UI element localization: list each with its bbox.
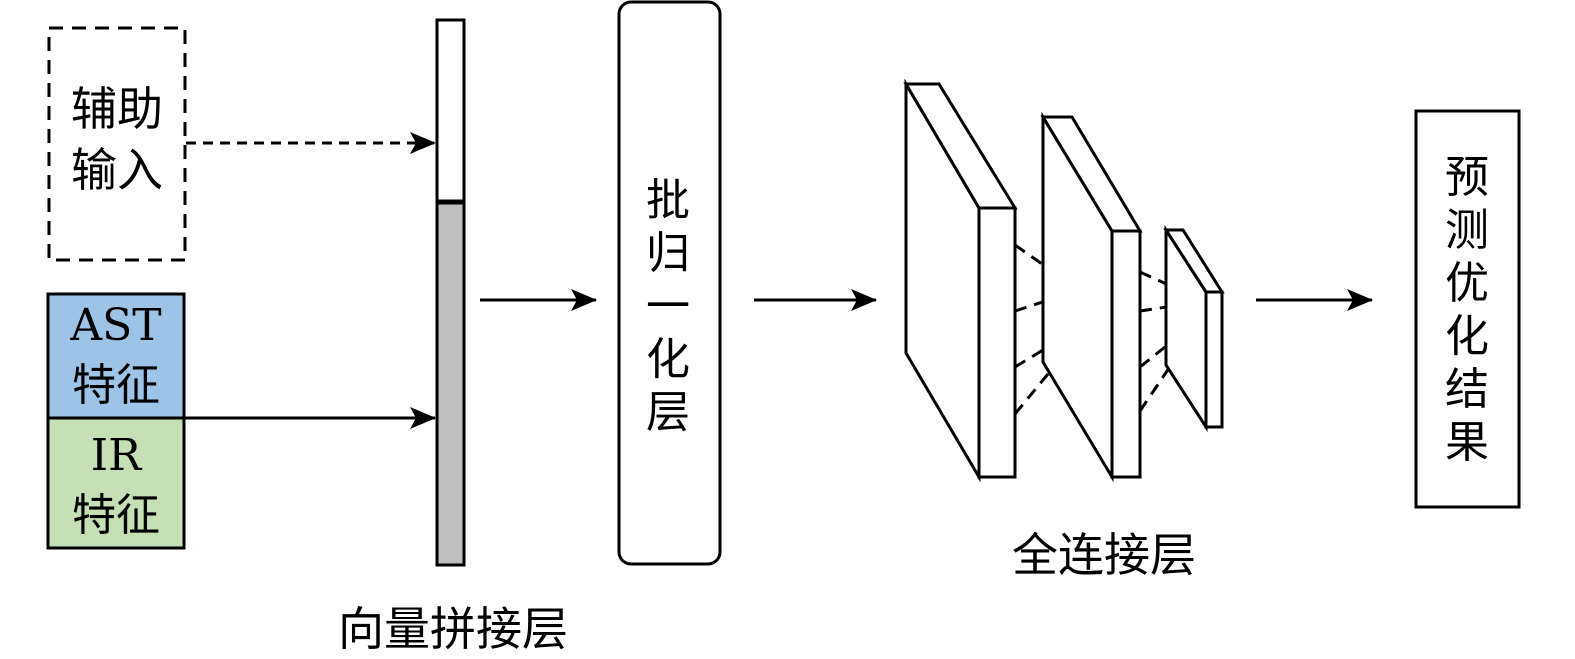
fc-layers: [903, 78, 1225, 483]
fc-slab-3: [1163, 224, 1225, 433]
ir-feature-label-line2: 特征: [72, 490, 160, 541]
auxiliary-input-label-line1: 辅助: [71, 82, 163, 136]
concat-aux-segment: [435, 18, 466, 204]
concat-layer-bar: [435, 18, 466, 567]
auxiliary-input-label-line2: 输入: [71, 143, 163, 197]
output-char-6: 果: [1445, 417, 1489, 468]
ir-feature-box: IR 特征: [46, 416, 186, 550]
ir-feature-label-line1: IR: [91, 430, 143, 481]
batchnorm-layer-box: 批 归 一 化 层: [617, 0, 722, 566]
output-char-2: 测: [1445, 205, 1489, 256]
concat-layer-label: 向量拼接层: [338, 602, 568, 656]
ast-feature-label-line2: 特征: [72, 360, 160, 411]
output-char-3: 优: [1445, 258, 1489, 309]
fc-layer-label: 全连接层: [1012, 528, 1196, 582]
batchnorm-char-1: 批: [646, 175, 690, 226]
batchnorm-char-3: 一: [646, 281, 690, 332]
fc-slab-1: [903, 78, 1018, 483]
output-char-4: 化: [1445, 311, 1489, 362]
output-char-1: 预: [1445, 152, 1489, 203]
ast-feature-box: AST 特征: [46, 292, 186, 420]
ast-feature-label-line1: AST: [69, 300, 161, 351]
batchnorm-char-4: 化: [646, 334, 690, 385]
output-box: 预 测 优 化 结 果: [1414, 109, 1521, 509]
batchnorm-char-2: 归: [646, 228, 690, 279]
fc-slab-2: [1040, 111, 1143, 483]
auxiliary-input-box: 辅助 输入: [47, 26, 187, 262]
output-char-5: 结: [1445, 364, 1489, 415]
batchnorm-char-5: 层: [646, 387, 690, 438]
concat-feature-segment: [435, 200, 466, 567]
